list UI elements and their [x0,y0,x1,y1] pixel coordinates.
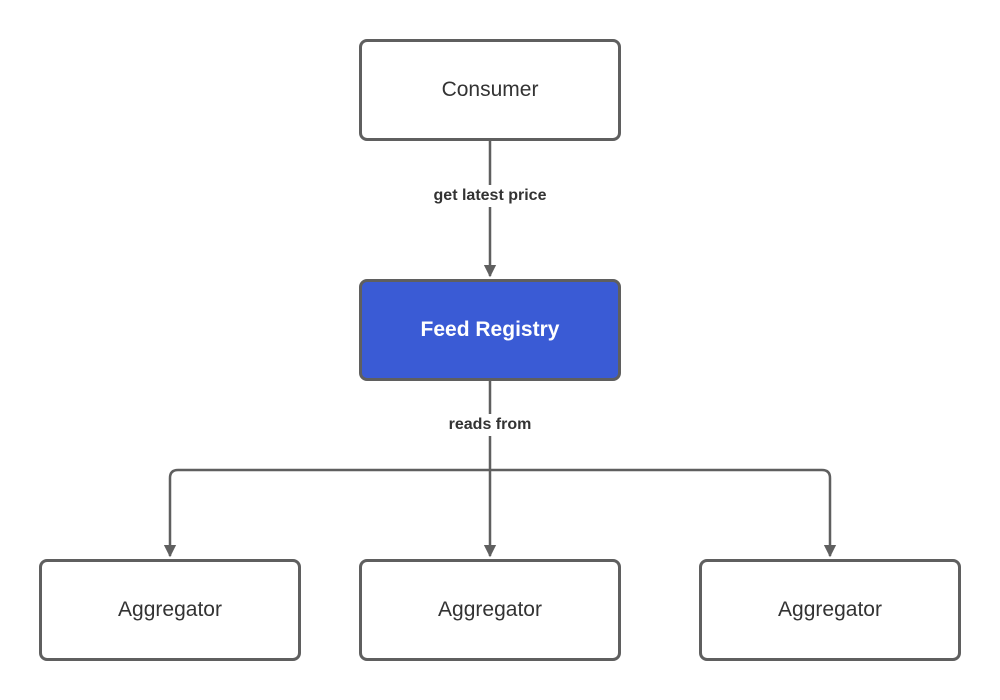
node-aggregator-label: Aggregator [118,598,222,621]
node-consumer-label: Consumer [441,78,539,101]
node-consumer: Consumer [359,39,621,141]
node-feed-registry: Feed Registry [359,279,621,381]
edge-branch-left [163,468,490,558]
node-aggregator-label: Aggregator [438,598,542,621]
node-aggregator-middle: Aggregator [359,559,621,661]
edge-label-get-latest-price: get latest price [429,185,551,207]
node-feed-registry-label: Feed Registry [420,318,560,341]
node-aggregator-label: Aggregator [778,598,882,621]
edge-branch-right [490,468,837,558]
node-aggregator-right: Aggregator [699,559,961,661]
edge-label-reads-from: reads from [444,414,536,436]
node-aggregator-left: Aggregator [39,559,301,661]
